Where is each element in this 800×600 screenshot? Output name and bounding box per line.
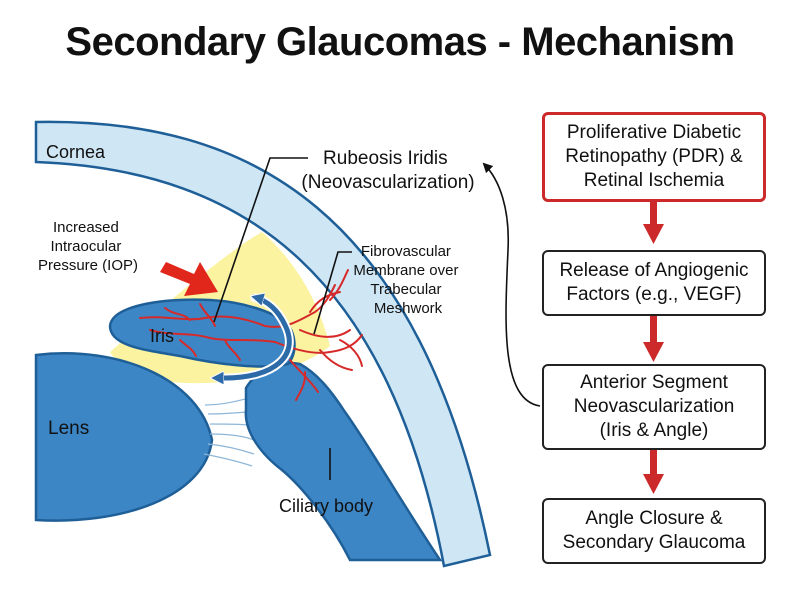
iop-label-line: Pressure (IOP) [38, 257, 138, 274]
fibro-label: Fibrovascular Membrane over Trabecular M… [353, 243, 462, 317]
flow-box-angle-closure: Angle Closure & Secondary Glaucoma [542, 498, 766, 564]
flow-box-neovascularization: Anterior Segment Neovascularization (Iri… [542, 364, 766, 450]
iop-label: Increased Intraocular Pressure (IOP) [38, 219, 138, 274]
rubeosis-label: Rubeosis Iridis (Neovascularization) [301, 148, 474, 193]
ciliary-body-shape [244, 361, 443, 562]
cornea-label: Cornea [46, 142, 106, 162]
iop-label-line: Intraocular [50, 238, 121, 255]
flow-arrows [643, 200, 664, 494]
lens-label: Lens [48, 418, 89, 439]
red-arrow-icon [160, 262, 218, 296]
flow-box-pdr: Proliferative Diabetic Retinopathy (PDR)… [542, 112, 766, 202]
flow-box-angiogenic: Release of Angiogenic Factors (e.g., VEG… [542, 250, 766, 316]
iop-label-line: Increased [53, 219, 119, 236]
ciliary-label: Ciliary body [279, 496, 373, 516]
rubeosis-label-line: (Neovascularization) [301, 172, 474, 193]
blue-circular-arrow-stroke [222, 297, 292, 381]
fibro-label-line: Meshwork [374, 300, 443, 317]
flow-to-rubeosis-connector [482, 162, 541, 407]
page-title: Secondary Glaucomas - Mechanism [65, 20, 735, 64]
lens-shape [34, 352, 214, 522]
rubeosis-leader [213, 157, 308, 323]
iris-label: Iris [150, 326, 174, 346]
fibro-leader [313, 251, 352, 335]
neovascular-vessels [139, 269, 363, 401]
fibro-label-line: Fibrovascular [361, 243, 451, 260]
cornea-shape [34, 120, 492, 568]
rubeosis-label-line: Rubeosis Iridis [323, 148, 448, 169]
fibro-label-line: Trabecular [370, 281, 441, 298]
fibro-label-line: Membrane over [353, 262, 458, 279]
